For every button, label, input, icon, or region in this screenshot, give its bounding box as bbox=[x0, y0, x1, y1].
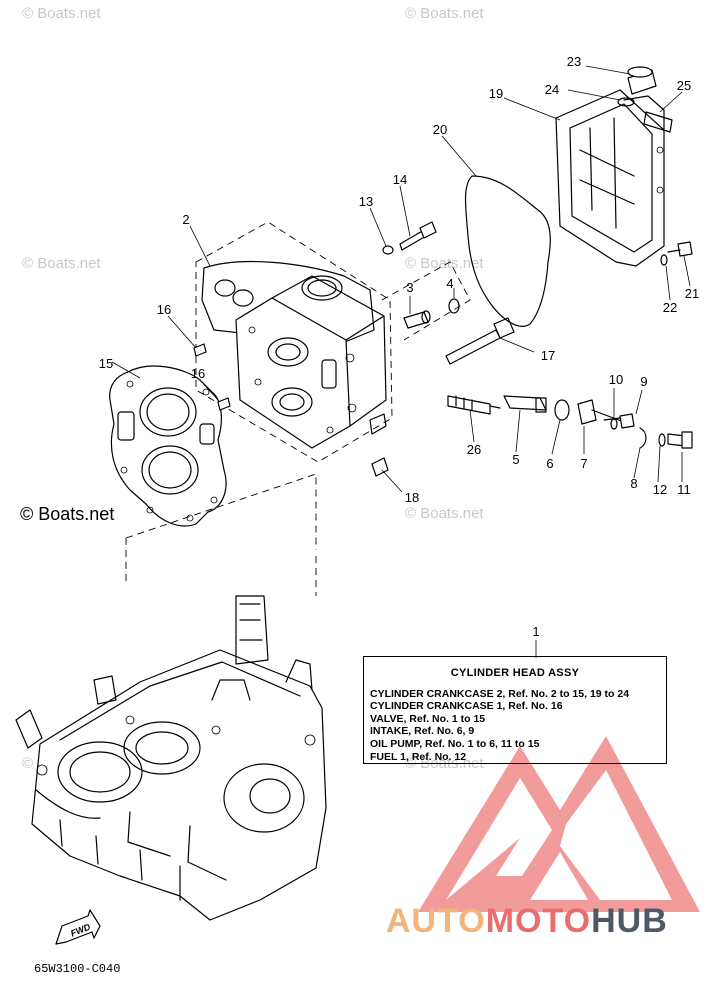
dowel-pin bbox=[193, 343, 231, 411]
spec-line: VALVE, Ref. No. 1 to 15 bbox=[370, 712, 486, 725]
callout-3: 3 bbox=[406, 280, 413, 295]
brand-logo-icon bbox=[418, 736, 700, 912]
callout-9: 9 bbox=[640, 374, 647, 389]
cylinder-head bbox=[195, 221, 471, 463]
callout-25: 25 bbox=[677, 78, 691, 93]
washer-12 bbox=[658, 433, 666, 447]
watermark: © Boats.net bbox=[22, 5, 101, 22]
crankcase-block bbox=[15, 595, 327, 921]
spec-line: FUEL 1, Ref. No. 12 bbox=[370, 750, 467, 763]
callout-4: 4 bbox=[446, 276, 453, 291]
oil-pump-shaft bbox=[503, 395, 547, 413]
bolt-9 bbox=[603, 413, 635, 429]
cap-o-ring bbox=[617, 97, 635, 107]
callout-24: 24 bbox=[545, 82, 559, 97]
callout-7: 7 bbox=[580, 456, 587, 471]
filler-cap bbox=[627, 66, 657, 95]
washer-13 bbox=[382, 245, 394, 255]
callout-26: 26 bbox=[467, 442, 481, 457]
spec-line: OIL PUMP, Ref. No. 1 to 6, 11 to 15 bbox=[370, 737, 540, 750]
callout-22: 22 bbox=[663, 300, 677, 315]
callout-17: 17 bbox=[541, 348, 555, 363]
spec-line: CYLINDER CRANKCASE 1, Ref. No. 16 bbox=[370, 700, 563, 713]
brand-part-moto: MOTO bbox=[485, 902, 592, 940]
valve-guide bbox=[403, 310, 431, 329]
callout-1: 1 bbox=[532, 624, 539, 639]
callout-12: 12 bbox=[653, 482, 667, 497]
watermark: © Boats.net bbox=[405, 255, 484, 272]
spec-title: CYLINDER HEAD ASSY bbox=[450, 667, 580, 679]
callout-6: 6 bbox=[546, 456, 553, 471]
assembly-outline bbox=[125, 473, 317, 596]
bolt-21 bbox=[667, 241, 693, 257]
bolt-18 bbox=[371, 457, 389, 477]
long-bolt-17 bbox=[445, 317, 515, 365]
bolt-14 bbox=[399, 221, 437, 251]
callout-23: 23 bbox=[567, 54, 581, 69]
assembly-spec-box: CYLINDER HEAD ASSY CYLINDER CRANKCASE 2,… bbox=[363, 656, 667, 764]
watermark-bold: © Boats.net bbox=[20, 504, 114, 524]
callout-18: 18 bbox=[405, 490, 419, 505]
oil-seal bbox=[554, 399, 570, 421]
label-plate bbox=[643, 111, 673, 133]
callout-2: 2 bbox=[182, 212, 189, 227]
watermark: © Boats.net bbox=[405, 5, 484, 22]
diagram-code: 65W3100-C040 bbox=[34, 962, 120, 976]
oil-pump-body bbox=[577, 399, 625, 425]
callout-10: 10 bbox=[609, 372, 623, 387]
spec-line: CYLINDER CRANKCASE 2, Ref. No. 2 to 15, … bbox=[370, 687, 630, 700]
fwd-arrow-icon: FWD bbox=[55, 909, 101, 945]
washer-22 bbox=[660, 254, 668, 266]
callout-19: 19 bbox=[489, 86, 503, 101]
brand-wordmark: AUTOMOTOHUB bbox=[386, 902, 668, 941]
callout-11: 11 bbox=[677, 482, 691, 497]
watermark: © Boats.net bbox=[22, 255, 101, 272]
callout-20: 20 bbox=[433, 122, 447, 137]
callout-16b: 16 bbox=[191, 366, 205, 381]
callout-5: 5 bbox=[512, 452, 519, 467]
callout-21: 21 bbox=[685, 286, 699, 301]
spark-plug bbox=[447, 395, 501, 415]
clamp-8 bbox=[639, 427, 647, 449]
leader-lines bbox=[111, 65, 691, 658]
callout-15: 15 bbox=[99, 356, 113, 371]
cylinder-head-cover bbox=[555, 89, 665, 267]
watermark: © Boats.net bbox=[405, 505, 484, 522]
head-cover-gasket bbox=[464, 175, 551, 327]
washer-10 bbox=[610, 418, 618, 430]
callout-14: 14 bbox=[393, 172, 407, 187]
bolt-11 bbox=[667, 431, 693, 449]
callout-8: 8 bbox=[630, 476, 637, 491]
callout-16: 16 bbox=[157, 302, 171, 317]
callout-labels: 1 2 3 4 5 6 7 8 9 10 11 12 13 14 15 16 1… bbox=[99, 54, 699, 639]
o-ring bbox=[448, 298, 460, 314]
spec-line: INTAKE, Ref. No. 6, 9 bbox=[370, 725, 475, 738]
brand-part-auto: AUTO bbox=[386, 902, 486, 940]
brand-part-hub: HUB bbox=[591, 902, 668, 940]
cylinder-head-gasket bbox=[109, 365, 227, 527]
callout-13: 13 bbox=[359, 194, 373, 209]
